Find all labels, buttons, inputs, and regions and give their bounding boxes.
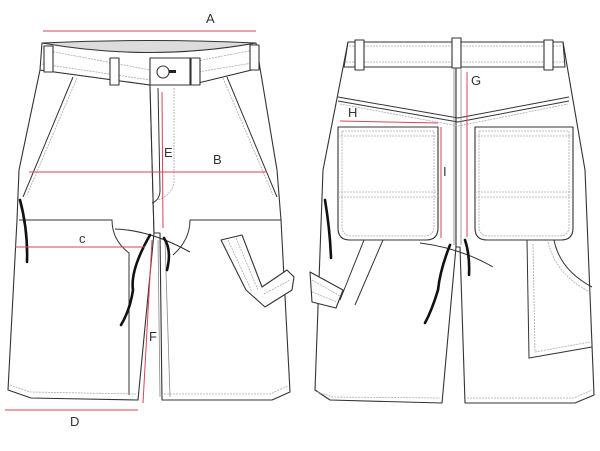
label-g: G (471, 73, 482, 88)
back-pocket-left (337, 126, 439, 241)
hammer-loop (220, 234, 295, 308)
label-b: B (213, 152, 222, 167)
measure-line-e (161, 91, 164, 229)
label-e: E (164, 145, 173, 160)
label-a: A (206, 11, 215, 26)
label-c: c (79, 231, 86, 246)
front-right-leg (149, 67, 291, 401)
label-f: F (149, 329, 157, 344)
belt-loops (43, 44, 260, 86)
back-belt-loops (354, 37, 554, 71)
back-pocket-right (474, 126, 574, 241)
label-h: H (348, 105, 358, 120)
button-icon (156, 65, 170, 79)
front-view (5, 30, 295, 411)
label-d: D (70, 414, 80, 429)
measure-line-f (142, 239, 153, 404)
back-view (309, 37, 595, 404)
back-hammer-loop (309, 271, 344, 309)
label-i: I (443, 164, 447, 179)
measure-line-h (339, 120, 439, 124)
